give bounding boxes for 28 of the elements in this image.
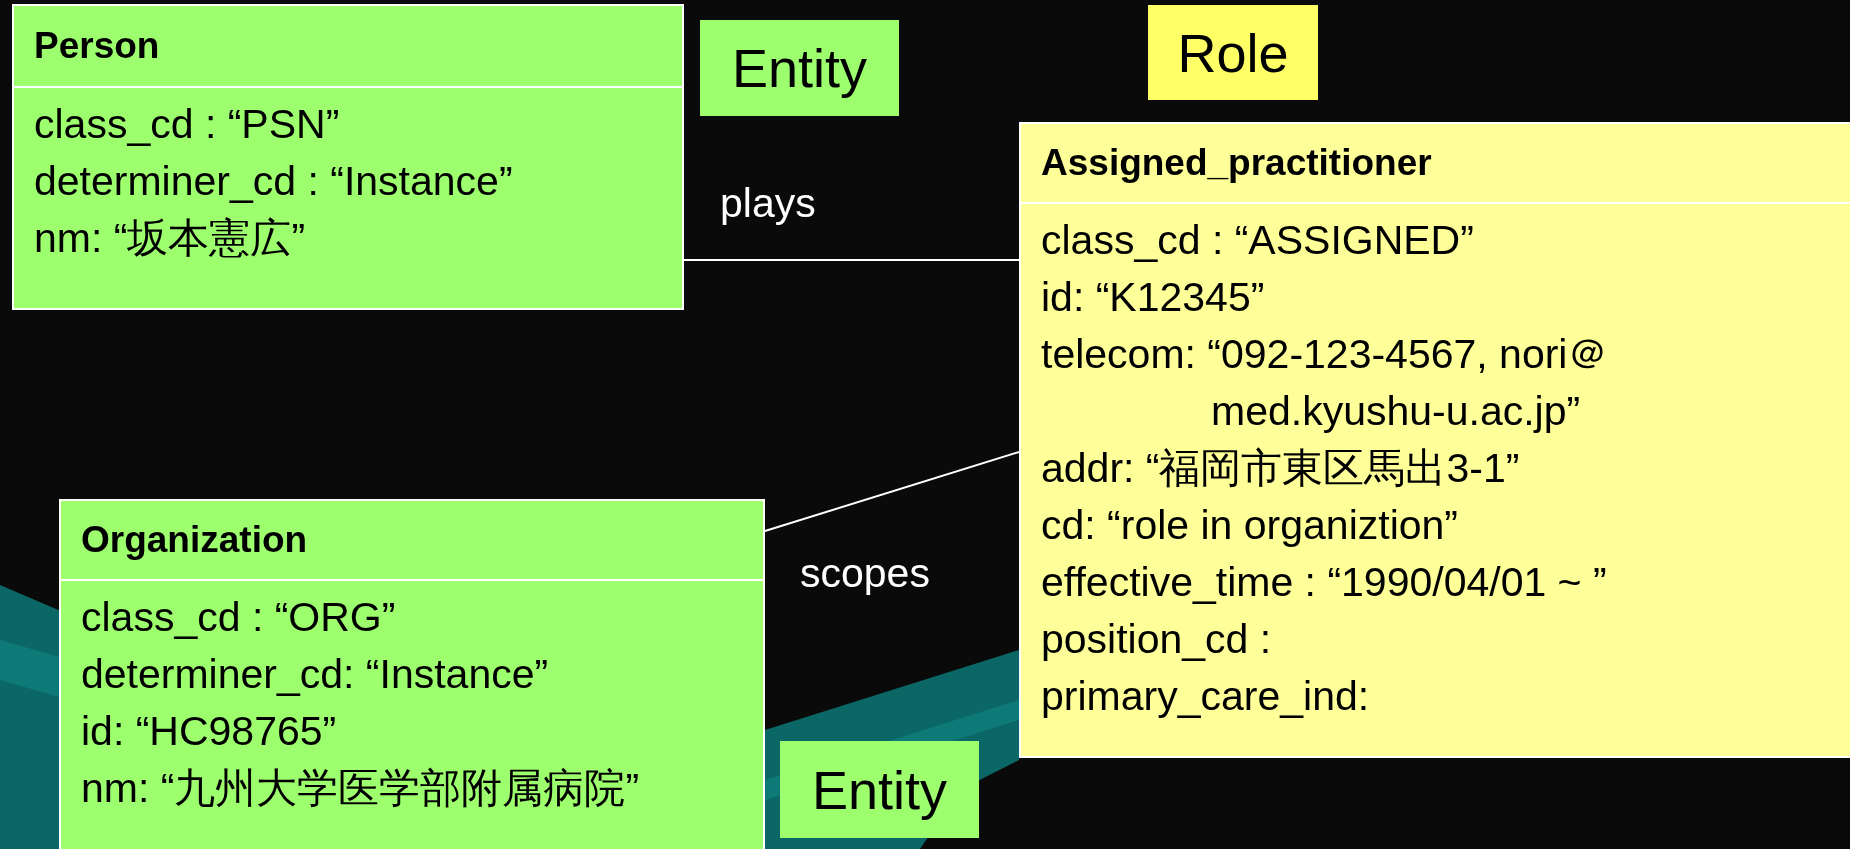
class-name: Person (14, 6, 682, 88)
edge-label: plays (720, 180, 816, 227)
attribute-text: determiner_cd : “Instance” (33, 157, 514, 206)
class-box (59, 499, 765, 849)
attribute-text: nm: “坂本憲広” (33, 214, 307, 263)
attribute-text: addr: “福岡市東区馬出3-1” (1040, 444, 1521, 493)
class-box (1019, 122, 1850, 758)
class-box (12, 4, 684, 310)
attribute-text: determiner_cd: “Instance” (80, 650, 550, 699)
attribute-text: primary_care_ind: (1040, 672, 1371, 721)
attribute-text: position_cd : (1040, 615, 1273, 664)
attribute-text: id: “K12345” (1040, 273, 1266, 322)
attribute-text: class_cd : “PSN” (33, 100, 341, 149)
stereotype-label: Entity (780, 741, 979, 838)
stereotype-label: Entity (700, 20, 899, 116)
association-line (764, 451, 1020, 532)
stereotype-label: Role (1148, 5, 1318, 100)
attribute-text: telecom: “092-123-4567, nori＠med.kyushu-u.ac.jp” (1040, 330, 1610, 436)
attribute-text: class_cd : “ORG” (80, 593, 397, 642)
attribute-text: class_cd : “ASSIGNED” (1040, 216, 1475, 265)
attribute-text: id: “HC98765” (80, 707, 338, 756)
attribute-text: nm: “九州大学医学部附属病院” (80, 764, 641, 813)
edge-label: scopes (800, 550, 930, 597)
attribute-text: effective_time : “1990/04/01 ~ ” (1040, 558, 1608, 607)
attribute-text: cd: “role in organiztion” (1040, 501, 1460, 550)
class-name: Organization (61, 501, 763, 581)
class-name: Assigned_practitioner (1021, 124, 1850, 204)
association-line (683, 259, 1020, 261)
